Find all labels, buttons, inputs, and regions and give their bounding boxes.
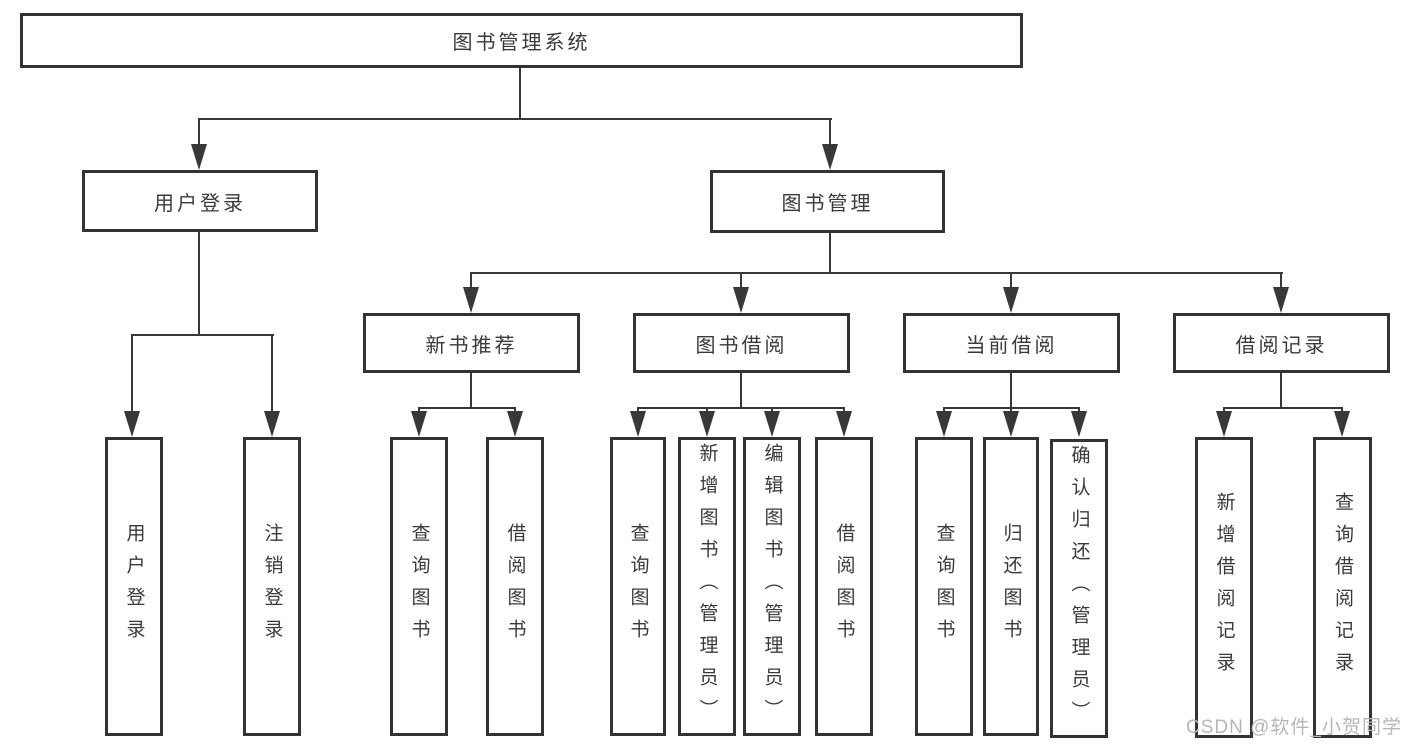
node-new-book-recommend-label: 新书推荐 (425, 334, 518, 357)
leaf-bb-query-books-label: 查询图书 (627, 522, 649, 651)
arrowhead-cb-confirm (1071, 411, 1087, 437)
connector-level3-rail (470, 272, 1283, 274)
connector-book-management-stub (829, 233, 831, 274)
arrowhead-nbr-borrow (507, 411, 523, 437)
leaf-nbr-query-books: 查询图书 (390, 437, 448, 736)
csdn-watermark: CSDN @软件_小贺同学 (1186, 717, 1402, 738)
node-new-book-recommend: 新书推荐 (363, 313, 580, 373)
connector-stem-borrowing-records (1280, 272, 1282, 290)
leaf-cb-confirm-return-admin-label: 确认归还（管理员） (1068, 444, 1090, 733)
connector-user-login-stub (198, 232, 200, 336)
leaf-bb-borrow-books: 借阅图书 (815, 437, 873, 736)
connector-groupB-stub (740, 373, 742, 409)
node-user-login-label: 用户登录 (154, 192, 246, 215)
node-root-label: 图书管理系统 (452, 32, 591, 54)
node-borrowing-records: 借阅记录 (1173, 313, 1390, 373)
leaf-br-add-record: 新增借阅记录 (1195, 437, 1253, 738)
leaf-bb-add-books-admin: 新增图书（管理员） (678, 437, 736, 736)
connector-stem-user-login (198, 118, 200, 148)
node-user-login: 用户登录 (82, 170, 318, 232)
arrowhead-bb-borrow (836, 411, 852, 437)
leaf-bb-query-books: 查询图书 (610, 437, 666, 736)
connector-stem-book-borrowing (740, 272, 742, 290)
arrowhead-bb-edit (764, 411, 780, 437)
node-book-management: 图书管理 (710, 170, 945, 233)
leaf-nbr-borrow-books: 借阅图书 (486, 437, 544, 736)
connector-groupD-stub (1280, 373, 1282, 409)
arrowhead-borrowing-records (1273, 287, 1289, 313)
leaf-cb-return-books: 归还图书 (983, 437, 1039, 736)
arrowhead-bb-query (630, 411, 646, 437)
connector-groupD-rail (1223, 407, 1343, 409)
connector-groupB-rail (637, 407, 845, 409)
node-root: 图书管理系统 (20, 13, 1023, 68)
leaf-logout-label: 注销登录 (261, 522, 283, 651)
connector-root-stub (519, 68, 521, 120)
arrowhead-cb-return (1003, 411, 1019, 437)
arrowhead-book-management (822, 144, 838, 170)
leaf-br-query-record: 查询借阅记录 (1313, 437, 1372, 738)
arrowhead-br-add (1216, 411, 1232, 437)
leaf-nbr-borrow-books-label: 借阅图书 (504, 522, 526, 651)
leaf-bb-add-books-admin-label: 新增图书（管理员） (696, 442, 718, 731)
arrowhead-cb-query (936, 411, 952, 437)
arrowhead-leaf-user-login (124, 411, 140, 437)
arrowhead-user-login (191, 144, 207, 170)
connector-stem-current-borrowing (1010, 272, 1012, 290)
leaf-cb-confirm-return-admin: 确认归还（管理员） (1050, 439, 1108, 738)
leaf-bb-edit-books-admin: 编辑图书（管理员） (743, 437, 801, 736)
node-borrowing-records-label: 借阅记录 (1235, 334, 1328, 357)
arrowhead-nbr-query (411, 411, 427, 437)
leaf-br-add-record-label: 新增借阅记录 (1213, 491, 1235, 684)
leaf-bb-edit-books-admin-label: 编辑图书（管理员） (761, 442, 783, 731)
arrowhead-leaf-logout (264, 411, 280, 437)
leaf-bb-borrow-books-label: 借阅图书 (833, 522, 855, 651)
leaf-user-login-label: 用户登录 (123, 522, 145, 651)
leaf-cb-return-books-label: 归还图书 (1000, 522, 1022, 651)
arrowhead-book-borrowing (733, 287, 749, 313)
arrowhead-bb-add (699, 411, 715, 437)
node-book-borrowing-label: 图书借阅 (695, 334, 788, 357)
leaf-cb-query-books-label: 查询图书 (933, 522, 955, 651)
connector-groupA-rail (418, 407, 516, 409)
arrowhead-current-borrowing (1003, 287, 1019, 313)
leaf-cb-query-books: 查询图书 (915, 437, 973, 736)
connector-stem-leaf-user-login (131, 334, 133, 414)
leaf-br-query-record-label: 查询借阅记录 (1332, 491, 1353, 684)
arrowhead-new-book-recommend (463, 287, 479, 313)
arrowhead-br-query (1334, 411, 1350, 437)
node-current-borrowing-label: 当前借阅 (965, 334, 1058, 357)
leaf-logout: 注销登录 (243, 437, 301, 736)
connector-level2-rail (198, 118, 832, 120)
connector-user-login-rail (131, 334, 274, 336)
node-book-borrowing: 图书借阅 (633, 313, 850, 373)
connector-groupA-stub (470, 373, 472, 409)
leaf-nbr-query-books-label: 查询图书 (408, 522, 430, 651)
connector-stem-new-book-recommend (470, 272, 472, 290)
connector-groupC-stub (1010, 373, 1012, 409)
leaf-user-login: 用户登录 (105, 437, 163, 736)
node-current-borrowing: 当前借阅 (903, 313, 1120, 373)
connector-stem-book-management (829, 118, 831, 148)
connector-stem-leaf-logout (271, 334, 273, 414)
node-book-management-label: 图书管理 (781, 193, 874, 215)
